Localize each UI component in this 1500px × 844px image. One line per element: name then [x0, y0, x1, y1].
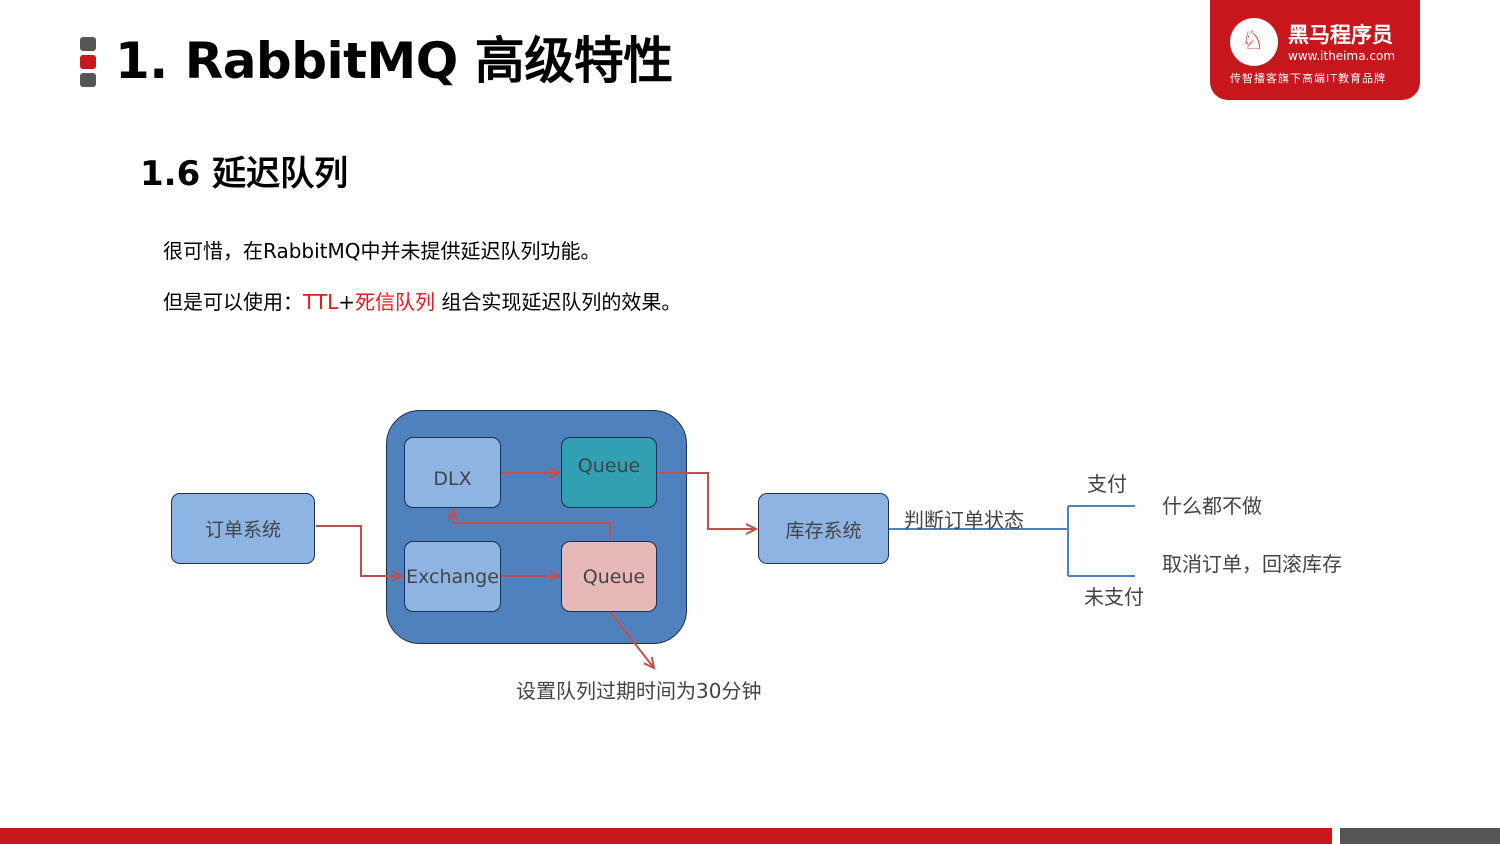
- title-marker-bar-top: [80, 37, 96, 51]
- do-nothing-label: 什么都不做: [1162, 494, 1262, 518]
- exchange-node: Exchange: [404, 541, 501, 612]
- page-title: 1. RabbitMQ 高级特性: [115, 32, 673, 90]
- unpaid-label: 未支付: [1084, 585, 1144, 609]
- cancel-rollback-label: 取消订单，回滚库存: [1162, 552, 1342, 576]
- ttl-highlight: TTL: [303, 290, 339, 314]
- ttl-note-label: 设置队列过期时间为30分钟: [516, 679, 762, 703]
- queue-top-node: Queue: [561, 437, 657, 508]
- title-marker-bar-middle: [80, 55, 96, 69]
- brand-name: 黑马程序员: [1288, 23, 1393, 47]
- plus-sign: +: [338, 290, 355, 314]
- dead-letter-highlight: 死信队列: [355, 290, 435, 314]
- queue-bottom-node: Queue: [561, 541, 657, 612]
- title-marker-bar-bottom: [80, 73, 96, 87]
- queue-to-dlx-arrow: [447, 507, 611, 541]
- dlx-node: DLX: [404, 437, 501, 508]
- horse-logo-icon: ♘: [1230, 18, 1278, 66]
- check-status-label: 判断订单状态: [904, 508, 1024, 532]
- status-branch-line: [889, 505, 1135, 577]
- queue-to-inventory-arrow: [657, 472, 759, 535]
- brand-logo: ♘ 黑马程序员 www.itheima.com 传智播客旗下高端IT教育品牌: [1210, 0, 1420, 100]
- title-marker: [80, 37, 96, 91]
- footer-red-bar: [0, 828, 1332, 844]
- section-title: 1.6 延迟队列: [140, 154, 349, 194]
- solution-suffix: 组合实现延迟队列的效果。: [435, 290, 682, 314]
- order-system-node: 订单系统: [171, 493, 315, 564]
- footer-gray-bar: [1340, 828, 1500, 844]
- inventory-system-node: 库存系统: [758, 493, 889, 564]
- solution-line: 但是可以使用：TTL+死信队列 组合实现延迟队列的效果。: [163, 287, 681, 317]
- paid-label: 支付: [1087, 472, 1127, 496]
- queue-ttl-note-pointer: [609, 611, 656, 670]
- order-to-exchange-arrow: [316, 525, 405, 582]
- brand-slogan: 传智播客旗下高端IT教育品牌: [1230, 72, 1386, 85]
- intro-line: 很可惜，在RabbitMQ中并未提供延迟队列功能。: [163, 239, 601, 263]
- brand-url: www.itheima.com: [1288, 49, 1396, 63]
- solution-prefix: 但是可以使用：: [163, 290, 303, 314]
